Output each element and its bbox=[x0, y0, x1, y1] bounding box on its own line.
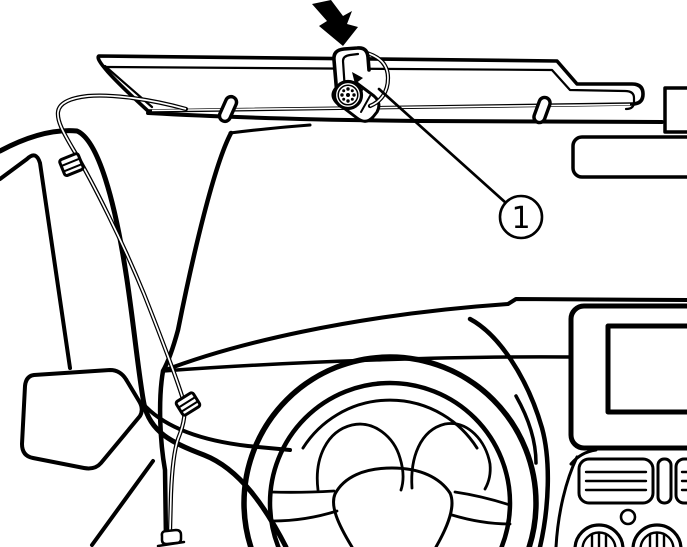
mic-wire bbox=[55, 93, 202, 547]
wire-run-highlight bbox=[57, 94, 187, 533]
wheel-rim-outer bbox=[241, 354, 539, 547]
wheel-rim-inner bbox=[267, 380, 513, 547]
headliner-bracket bbox=[663, 86, 687, 134]
callout-1: 1 bbox=[377, 87, 544, 240]
air-vent-left-slats bbox=[584, 470, 648, 492]
display-bezel bbox=[568, 303, 687, 451]
vent-brow-curve bbox=[569, 448, 598, 466]
display-screen bbox=[605, 323, 687, 415]
callout-circle bbox=[498, 194, 544, 240]
a-pillar bbox=[0, 128, 289, 547]
sun-visor bbox=[96, 54, 645, 125]
overhead-console bbox=[571, 86, 687, 179]
wheel-spoke-opening-right bbox=[410, 422, 492, 491]
clip-claw bbox=[352, 72, 363, 84]
a-pillar-right-edge bbox=[157, 130, 234, 543]
door-trim-line bbox=[90, 459, 155, 547]
steering-wheel bbox=[241, 354, 539, 547]
center-stack bbox=[554, 303, 687, 547]
climate-knob-left bbox=[573, 523, 625, 547]
a-pillar-left-edge bbox=[0, 128, 289, 547]
air-vent-right bbox=[674, 457, 687, 505]
wire-connector bbox=[156, 528, 186, 547]
callout-label: 1 bbox=[511, 201, 530, 236]
instrument-cowl-curve bbox=[467, 316, 551, 547]
wheel-hub-top bbox=[333, 466, 452, 496]
headliner-edge bbox=[146, 111, 664, 124]
dash-lower-edge bbox=[144, 405, 292, 452]
visor-hook-tab-right bbox=[532, 95, 552, 125]
visor-top-inner-line bbox=[104, 65, 636, 111]
air-vent-divider bbox=[656, 457, 673, 505]
air-vent-left bbox=[577, 457, 655, 505]
wheel-hub-left bbox=[332, 492, 354, 547]
climate-knob-right bbox=[631, 523, 683, 547]
side-mirror bbox=[20, 368, 144, 471]
door-window-frame-line bbox=[0, 153, 72, 370]
wheel-inner-arc bbox=[301, 398, 479, 450]
windshield-top-corner-line bbox=[228, 123, 312, 135]
headliner bbox=[146, 111, 664, 135]
wheel-hub-right bbox=[434, 491, 454, 547]
console-left-edge bbox=[554, 455, 579, 547]
wheel-spoke-lines-left bbox=[269, 489, 339, 523]
instruction-arrow-icon bbox=[312, 0, 358, 46]
microphone-assembly bbox=[331, 46, 391, 123]
microphone-face bbox=[332, 79, 364, 111]
cowl-inner-curve bbox=[514, 394, 538, 465]
microphone-cord-loop-highlight bbox=[362, 51, 389, 107]
callout-leader-line bbox=[377, 87, 508, 205]
wire-clip-upper bbox=[58, 152, 85, 177]
air-vent-right-slats bbox=[680, 470, 687, 492]
visor-clip-inner-line bbox=[341, 52, 360, 93]
small-button bbox=[619, 508, 637, 526]
visor-hook-tab-left bbox=[217, 94, 239, 124]
wheel-spoke-opening-left bbox=[315, 422, 405, 492]
overhead-panel bbox=[571, 135, 687, 179]
wire-clip-lower bbox=[174, 391, 202, 417]
dash-top-edge bbox=[161, 297, 687, 373]
wheel-spoke-lines-right bbox=[450, 490, 512, 526]
